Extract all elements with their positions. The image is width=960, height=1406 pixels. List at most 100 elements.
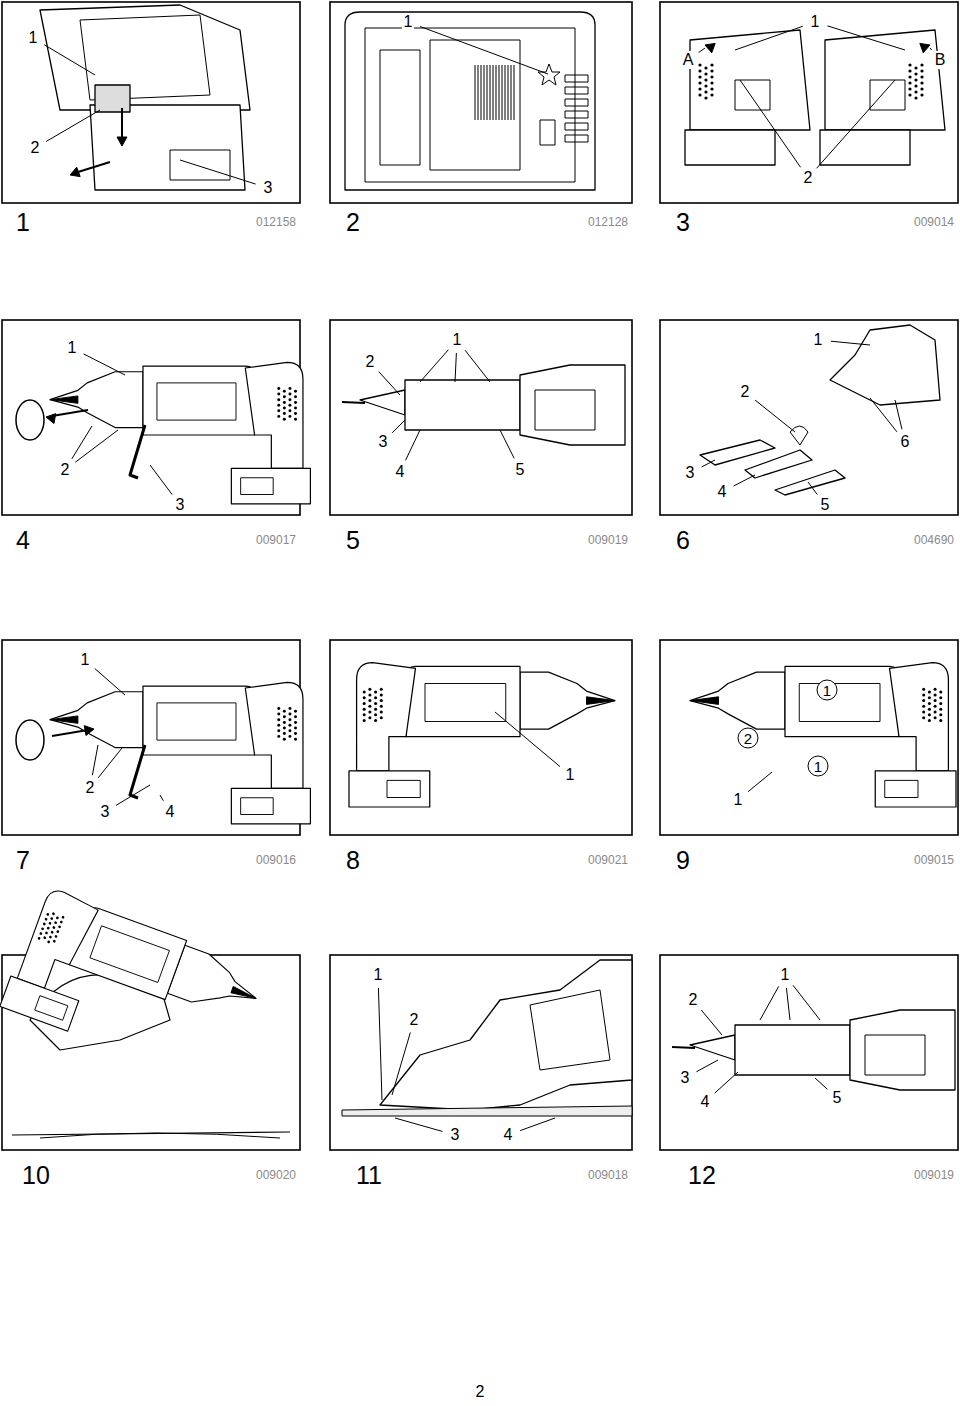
grip-dot [928, 708, 931, 711]
figure-number: 5 [344, 527, 362, 554]
outline [50, 372, 143, 428]
outline [17, 887, 100, 996]
callout-number: 2 [84, 779, 97, 797]
leader-line [520, 1118, 555, 1131]
terminal [490, 65, 491, 120]
outline [245, 682, 303, 788]
callout-number: 3 [262, 179, 275, 197]
grip-dot [46, 926, 49, 929]
grip-dot [294, 732, 297, 735]
callout-number: 6 [899, 433, 912, 451]
callout-number: 1 [564, 766, 577, 784]
battery-top-view [345, 12, 595, 190]
grip-dot [288, 398, 291, 401]
grip-dot [908, 81, 911, 84]
callout-number: 1 [27, 29, 40, 47]
outline [342, 1106, 632, 1116]
grip-dot [914, 84, 917, 87]
head-close-up [342, 960, 632, 1116]
grip-dot [277, 393, 280, 396]
grip-dot [52, 912, 55, 915]
grip-dot [934, 693, 937, 696]
cap-and-wrench [16, 400, 145, 478]
grip-dot [47, 940, 50, 943]
shear-fig10 [0, 885, 268, 1088]
callout-number: 1 [79, 651, 92, 669]
grip-dot [294, 710, 297, 713]
outline [920, 43, 930, 52]
figure-number: 9 [674, 847, 692, 874]
outline [40, 5, 250, 110]
leader-line [786, 988, 790, 1020]
grip-dot [939, 719, 942, 722]
leader-line [150, 465, 172, 495]
grip-dot [363, 702, 366, 705]
grip-dot [368, 710, 371, 713]
grip-dot [928, 696, 931, 699]
grip-dot [710, 87, 713, 90]
outline [672, 1047, 695, 1048]
grip-dot [380, 705, 383, 708]
outline [231, 468, 310, 503]
leader-line [406, 430, 420, 460]
grip-dot [908, 69, 911, 72]
outline [406, 666, 520, 736]
terminal [493, 65, 494, 120]
outline [790, 426, 808, 445]
outline [890, 663, 949, 771]
terminal [511, 65, 512, 120]
grip-dot [61, 915, 64, 918]
outline [167, 945, 264, 1022]
figure-code: 009018 [586, 1168, 630, 1182]
grip-dot [277, 398, 280, 401]
exploded-blades [700, 325, 940, 495]
grip-dot [920, 69, 923, 72]
callout-number: 1 [372, 966, 385, 984]
outline [587, 697, 616, 705]
grip-dot [60, 920, 63, 923]
shear-fig8 [349, 663, 615, 807]
callout-number: 1 [812, 331, 825, 349]
outline [345, 12, 595, 190]
leader-line [465, 350, 490, 382]
circled-number: 2 [742, 730, 754, 747]
grip-dot [277, 707, 280, 710]
circled-number: 1 [821, 682, 833, 699]
grip-dot [914, 78, 917, 81]
grip-dot [294, 412, 297, 415]
callout-number: 4 [502, 1126, 515, 1144]
grip-dot [698, 63, 701, 66]
outline [690, 697, 719, 705]
grip-dot [920, 93, 923, 96]
outline [700, 440, 775, 465]
tool-rear-view [820, 30, 945, 165]
leader-line [392, 420, 405, 433]
leader-line [870, 398, 897, 432]
grip-dot [288, 718, 291, 721]
callout-number: 1 [809, 13, 822, 31]
leader-line [44, 45, 95, 75]
leader-line [734, 475, 755, 486]
grip-dot [58, 925, 61, 928]
grip-dot [922, 693, 925, 696]
grip-dot [922, 716, 925, 719]
figure-number: 4 [14, 527, 32, 554]
grip-dot [288, 724, 291, 727]
callout-number: 3 [99, 803, 112, 821]
grip-dot [934, 705, 937, 708]
grip-dot [368, 705, 371, 708]
grip-dot [380, 699, 383, 702]
outline [342, 402, 365, 403]
grip-dot [922, 688, 925, 691]
outline [735, 80, 770, 110]
direction-arrows [705, 43, 930, 52]
terminal [502, 65, 503, 120]
terminal [487, 65, 488, 120]
leader-line [793, 985, 820, 1020]
grip-dot [283, 721, 286, 724]
outline [735, 1025, 850, 1075]
leader-line [379, 372, 400, 395]
leader-line [495, 712, 560, 767]
figure-code: 004690 [912, 533, 956, 547]
